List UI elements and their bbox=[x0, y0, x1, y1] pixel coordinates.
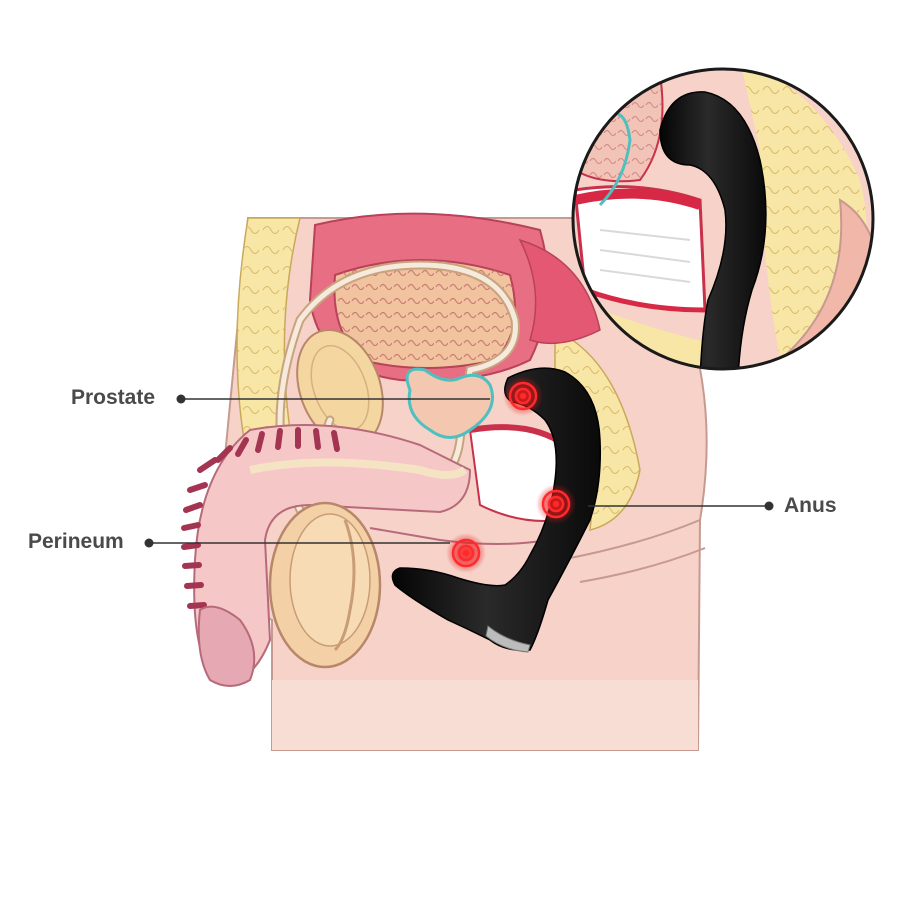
label-perineum: Perineum bbox=[28, 530, 124, 554]
vibration-point-icon bbox=[536, 484, 576, 524]
vibration-point-icon bbox=[503, 376, 543, 416]
label-anus: Anus bbox=[784, 494, 837, 518]
label-prostate: Prostate bbox=[71, 386, 155, 410]
testicle bbox=[270, 503, 380, 667]
vibration-point-icon bbox=[446, 533, 486, 573]
